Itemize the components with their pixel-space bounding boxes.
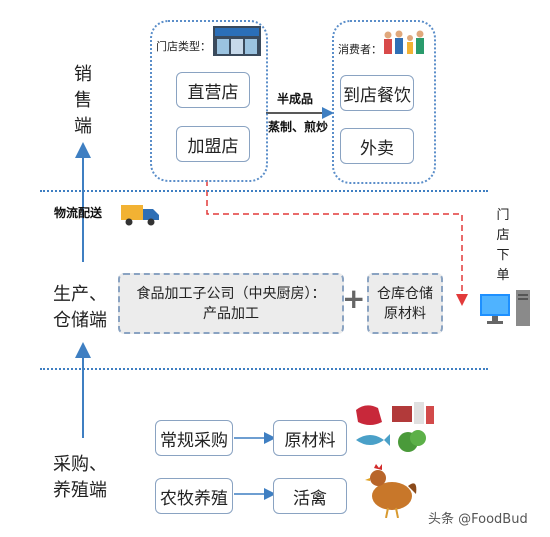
separator-top <box>40 190 488 192</box>
consumer-label: 消费者： <box>338 43 382 56</box>
raw-ingredients-icon <box>352 400 438 458</box>
store-order-label: 门 店 下 单 <box>496 208 510 283</box>
storefront-icon <box>213 26 261 56</box>
regular-purchase-box: 常规采购 <box>155 420 233 456</box>
plus-sign: + <box>342 282 366 315</box>
central-kitchen-text: 食品加工子公司（中央厨房）： 产品加工 <box>136 285 326 322</box>
franchise-store-box: 加盟店 <box>176 126 250 162</box>
truck-icon <box>121 203 161 227</box>
tier-label-sales: 销 售 端 <box>74 64 92 137</box>
store-type-label: 门店类型： <box>156 40 211 53</box>
raw-material-box: 原材料 <box>273 420 347 456</box>
order-path <box>206 180 468 306</box>
live-poultry-box: 活禽 <box>273 478 347 514</box>
farming-box: 农牧养殖 <box>155 478 233 514</box>
watermark: 头条 @FoodBud <box>428 512 528 527</box>
separator-bottom <box>40 368 488 370</box>
computer-icon <box>480 290 532 326</box>
cook-methods-label: 蒸制、煎炒 <box>268 120 329 134</box>
semi-product-label: 半成品 <box>277 92 314 106</box>
consumer-group <box>332 20 436 184</box>
central-kitchen-box: 食品加工子公司（中央厨房）： 产品加工 <box>118 273 344 334</box>
rooster-icon <box>364 464 418 519</box>
store-type-group <box>150 20 268 182</box>
direct-store-box: 直营店 <box>176 72 250 108</box>
warehouse-text: 仓库仓储 原材料 <box>377 285 433 322</box>
tier-label-production: 生产、 仓储端 <box>53 284 107 331</box>
logistics-label: 物流配送 <box>54 206 103 220</box>
warehouse-box: 仓库仓储 原材料 <box>367 273 443 334</box>
dine-in-box: 到店餐饮 <box>340 75 414 111</box>
tier-label-procurement: 采购、 养殖端 <box>53 454 107 501</box>
takeaway-box: 外卖 <box>340 128 414 164</box>
family-icon <box>382 30 426 56</box>
